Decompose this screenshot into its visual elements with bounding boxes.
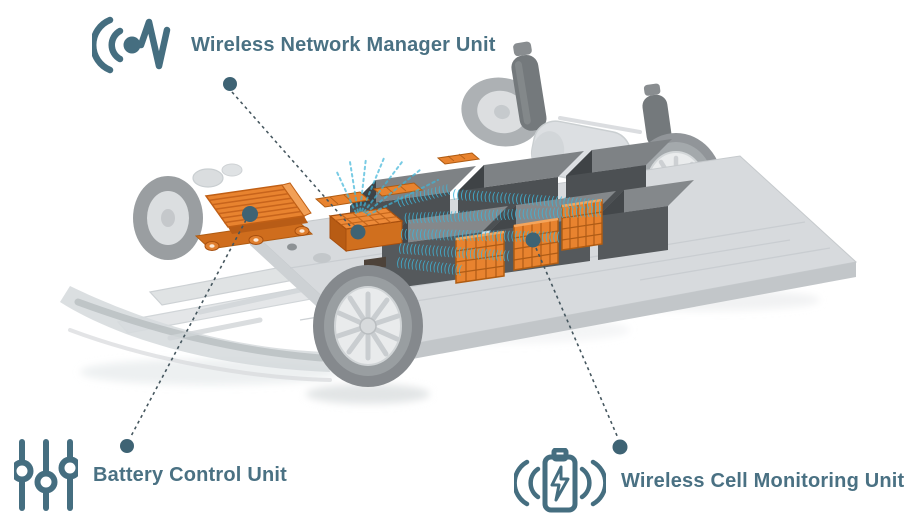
callout-battery-control: Battery Control Unit	[14, 436, 287, 514]
front-structure	[60, 163, 354, 382]
cell-monitor-block	[455, 230, 505, 284]
callout-dot	[120, 439, 134, 453]
leader-line	[535, 247, 619, 439]
wireless-charging-battery-icon	[514, 448, 606, 513]
leader-line	[129, 219, 247, 439]
callout-dot	[242, 206, 258, 222]
wireless-ray	[335, 157, 439, 216]
wave-arc-chain: ((((((((((((((((((((((((((((((((((((((((…	[404, 204, 602, 225]
cell-monitor-block	[561, 198, 603, 251]
callout-dot	[350, 224, 366, 240]
front-near-wheel	[313, 265, 423, 387]
callout-label: Wireless Network Manager Unit	[191, 33, 496, 56]
callout-dot	[525, 232, 541, 248]
callout-dot	[612, 439, 628, 455]
callout-wireless-network-manager: Wireless Network Manager Unit	[92, 12, 496, 78]
callout-wireless-cell-monitoring: Wireless Cell Monitoring Unit	[514, 448, 904, 514]
callout-dot	[223, 77, 237, 91]
callout-label: Battery Control Unit	[93, 463, 287, 486]
front-far-wheel	[133, 176, 203, 260]
suspension-strut-rear-left	[511, 41, 547, 131]
wireless-signal-pulse-icon	[92, 16, 171, 74]
callout-label: Wireless Cell Monitoring Unit	[621, 469, 905, 492]
battery-module	[598, 180, 694, 260]
suspension-strut-rear-right	[642, 83, 672, 147]
sliders-icon	[14, 439, 78, 511]
leader-line	[231, 91, 353, 229]
cell-monitor-sliver	[314, 152, 481, 208]
leader-lines	[120, 77, 628, 455]
wave-arc-chain: ((((((((((((((((((((((((((((((((((((((((…	[400, 227, 560, 244]
battery-control-unit	[194, 182, 314, 251]
